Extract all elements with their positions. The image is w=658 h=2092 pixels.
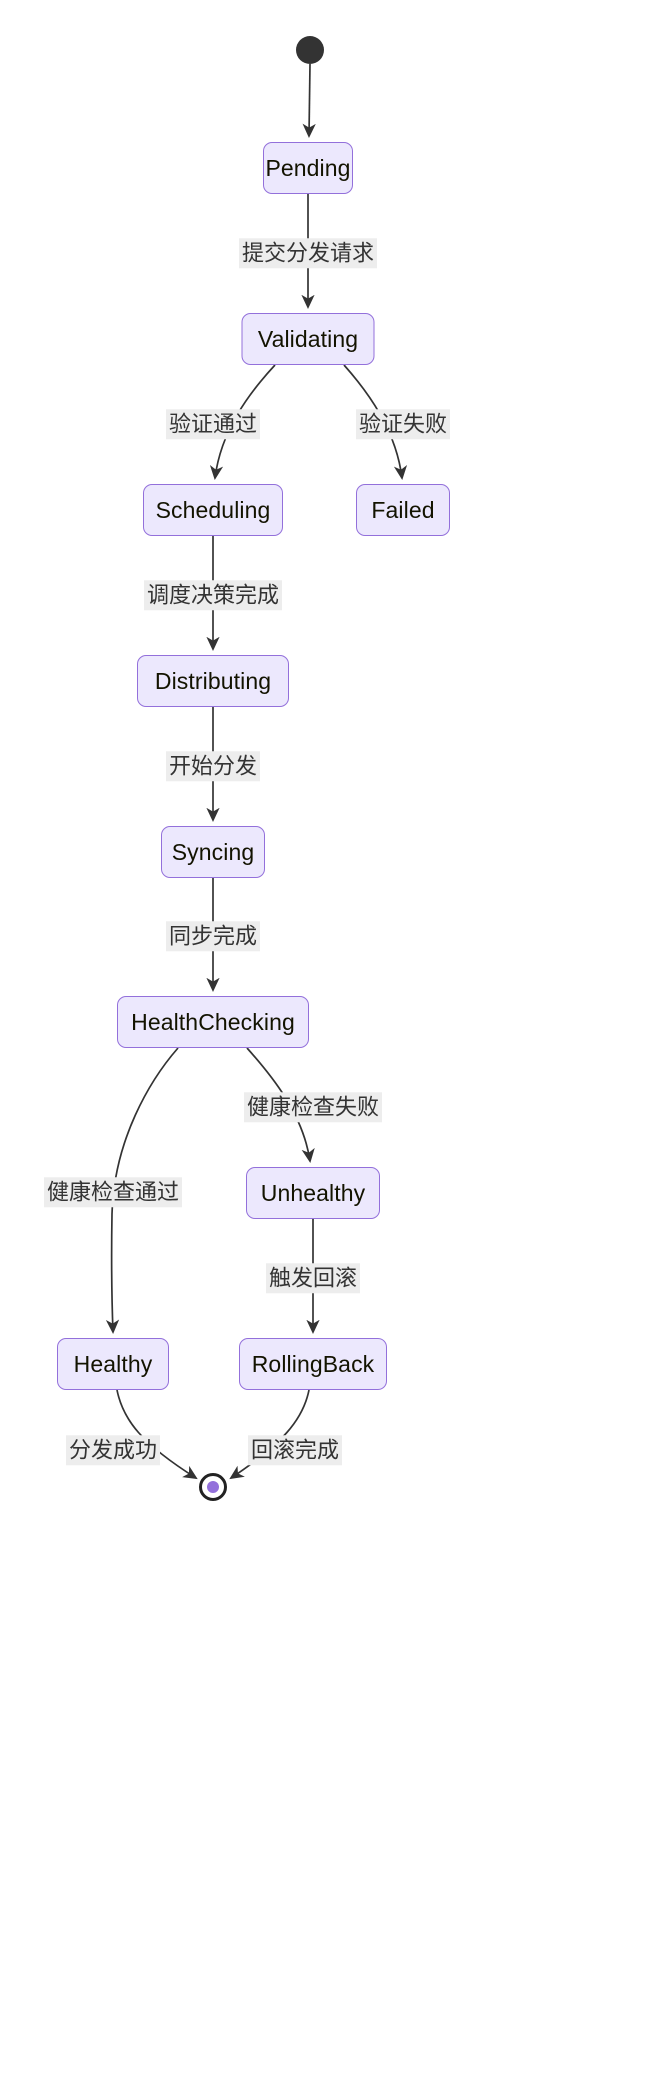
edge-start-to-pending [302,63,316,139]
edge-label-sync-complete: 同步完成 [165,921,261,951]
state-label-failed: Failed [371,496,435,523]
state-node-rollingback[interactable]: RollingBack [239,1338,387,1390]
end-state-marker [199,1473,227,1501]
end-state-inner-dot [207,1481,219,1493]
edge-label-validation-failed: 验证失败 [355,409,451,439]
edge-label-healthcheck-failed: 健康检查失败 [243,1092,383,1122]
state-label-validating: Validating [257,325,359,352]
state-label-healthy: Healthy [73,1350,153,1377]
state-node-healthchecking[interactable]: HealthChecking [117,996,309,1048]
state-node-distributing[interactable]: Distributing [137,655,289,707]
state-label-unhealthy: Unhealthy [260,1179,366,1206]
state-label-rollingback: RollingBack [251,1350,375,1377]
edge-label-validation-passed: 验证通过 [165,409,261,439]
state-node-healthy[interactable]: Healthy [57,1338,169,1390]
edge-label-rollback-complete: 回滚完成 [247,1435,343,1465]
state-label-healthchecking: HealthChecking [131,1008,295,1035]
state-label-syncing: Syncing [171,838,255,865]
edge-label-distribution-success: 分发成功 [65,1435,161,1465]
edge-healthy-to-end [116,1389,198,1480]
state-label-pending: Pending [265,154,351,181]
state-node-failed[interactable]: Failed [356,484,450,536]
edge-label-trigger-rollback: 触发回滚 [265,1263,361,1293]
state-node-syncing[interactable]: Syncing [161,826,265,878]
state-node-validating[interactable]: Validating [241,313,375,365]
edge-label-scheduling-decided: 调度决策完成 [143,580,283,610]
state-label-distributing: Distributing [154,667,272,694]
state-node-scheduling[interactable]: Scheduling [143,484,283,536]
start-state-marker [296,36,324,64]
edge-label-start-distribution: 开始分发 [165,751,261,781]
state-label-scheduling: Scheduling [155,496,271,523]
edge-label-healthcheck-passed: 健康检查通过 [43,1177,183,1207]
edge-rollingback-to-end [229,1389,310,1480]
edge-label-submit-request: 提交分发请求 [238,238,378,268]
state-node-pending[interactable]: Pending [263,142,353,194]
state-node-unhealthy[interactable]: Unhealthy [246,1167,380,1219]
